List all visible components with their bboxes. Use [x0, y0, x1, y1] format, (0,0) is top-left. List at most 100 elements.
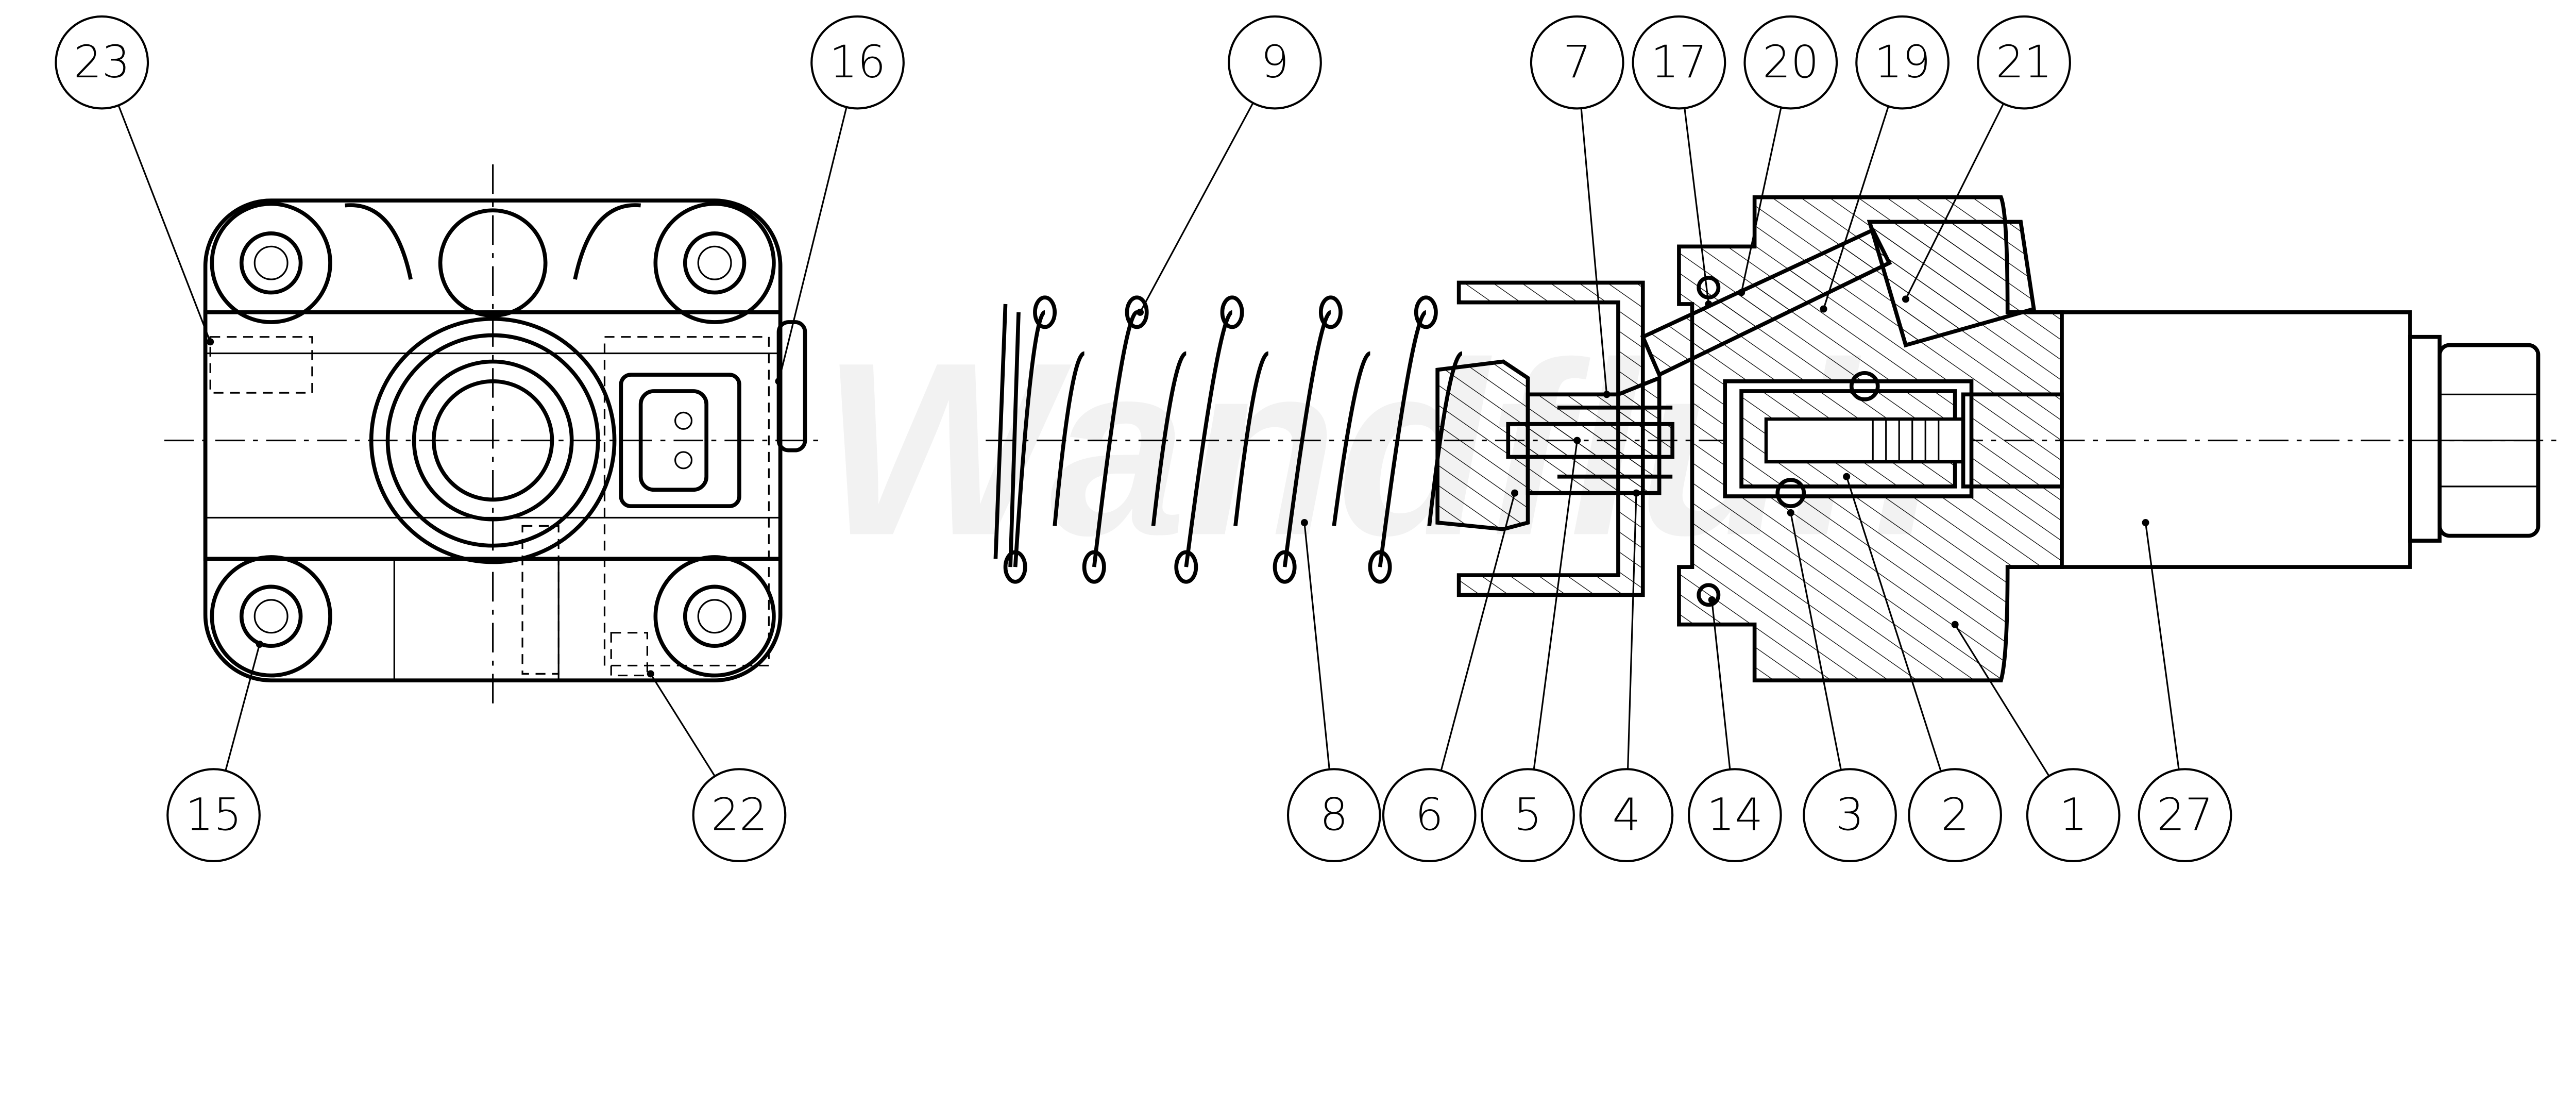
leader-dot [1300, 519, 1308, 527]
callout-17: 17 [1632, 15, 1726, 308]
callout-bubble [2026, 768, 2121, 862]
leader-dot [1738, 289, 1745, 296]
callout-6: 6 [1382, 489, 1519, 862]
callout-number: 14 [1707, 790, 1764, 841]
leader-dot [647, 670, 654, 678]
callout-bubble [1382, 768, 1477, 862]
callout-number: 20 [1762, 37, 1819, 88]
callout-bubble [1803, 768, 1897, 862]
callout-number: 3 [1836, 790, 1864, 841]
leader-line [1790, 512, 1842, 771]
leader-dot [1843, 473, 1851, 480]
leader-line [1823, 106, 1889, 309]
callout-2: 2 [1843, 473, 2002, 862]
valve-body-end-view [164, 164, 822, 707]
callout-number: 9 [1261, 37, 1289, 88]
callout-bubble [1579, 768, 1674, 862]
callout-bubble [1530, 15, 1624, 110]
callout-15: 15 [166, 640, 263, 862]
leader-line [2144, 522, 2180, 770]
callout-number: 4 [1613, 790, 1641, 841]
leader-dot [1573, 437, 1581, 444]
valve-body-section [1640, 195, 2064, 682]
leader-line [1139, 102, 1254, 313]
callout-19: 19 [1820, 15, 1950, 313]
callout-27: 27 [2138, 519, 2232, 862]
solenoid-coil [2060, 310, 2540, 569]
callout-number: 15 [185, 790, 242, 841]
leader-line [1905, 103, 2005, 300]
callout-number: 6 [1415, 790, 1444, 841]
callout-bubble [2138, 768, 2232, 862]
mounting-bolts [210, 202, 776, 678]
callout-bubble [1286, 768, 1381, 862]
connector-end-view [619, 320, 807, 508]
leader-line [1684, 108, 1709, 305]
callout-number: 27 [2157, 790, 2213, 841]
leader-dot [1820, 305, 1827, 313]
callout-bubble [166, 768, 261, 862]
leader-dot [1603, 391, 1611, 398]
callout-bubble [1481, 768, 1575, 862]
callout-bubble [1228, 15, 1322, 110]
callout-bubble [810, 15, 905, 110]
leader-line [1740, 107, 1782, 293]
callout-bubble [55, 15, 149, 110]
callout-3: 3 [1787, 509, 1897, 862]
leader-line [1627, 493, 1637, 769]
leader-dot [1902, 295, 1909, 303]
leader-line [1303, 522, 1330, 769]
leader-dot [256, 640, 263, 648]
callout-5: 5 [1481, 437, 1581, 862]
leader-dot [775, 377, 783, 385]
leader-dot [1136, 308, 1144, 316]
leader-dot [1705, 300, 1713, 308]
callout-number: 19 [1874, 37, 1931, 88]
leader-dot [207, 338, 214, 346]
callout-20: 20 [1738, 15, 1838, 296]
callout-bubble [1743, 15, 1838, 110]
leader-line [1533, 440, 1578, 770]
callout-number: 21 [1996, 37, 2053, 88]
callout-16: 16 [775, 15, 905, 385]
callout-bubble [1977, 15, 2071, 110]
callout-4: 4 [1579, 489, 1674, 862]
leader-line [650, 673, 716, 777]
callout-7: 7 [1530, 15, 1624, 398]
callout-number: 1 [2059, 790, 2088, 841]
callout-number: 8 [1320, 790, 1348, 841]
callout-1: 1 [1951, 621, 2121, 862]
callout-21: 21 [1902, 15, 2071, 303]
callout-14: 14 [1687, 596, 1782, 862]
callout-8: 8 [1286, 519, 1381, 862]
callout-23: 23 [55, 15, 214, 346]
leader-line [1845, 476, 1942, 772]
leader-dot [1708, 596, 1716, 604]
leader-line [777, 107, 848, 382]
solenoid-nut-end-view [369, 316, 617, 564]
leader-line [1954, 624, 2050, 777]
callout-bubble [1632, 15, 1726, 110]
exploded-assembly-drawing: Wandfluh [55, 15, 2563, 862]
callout-number: 7 [1563, 37, 1591, 88]
leader-dot [2142, 519, 2149, 527]
leader-line [117, 105, 211, 342]
callout-number: 5 [1514, 790, 1542, 841]
callout-bubble [1855, 15, 1950, 110]
leader-dot [1633, 489, 1640, 497]
callout-bubble [1687, 768, 1782, 862]
leader-dot [1787, 509, 1794, 516]
leader-line [225, 644, 261, 771]
callout-22: 22 [647, 670, 787, 862]
leader-line [1580, 108, 1608, 395]
callout-number: 17 [1651, 37, 1707, 88]
callout-9: 9 [1136, 15, 1322, 316]
callout-bubble [692, 768, 787, 862]
callout-number: 22 [711, 790, 768, 841]
leader-line [1440, 493, 1516, 771]
callout-number: 16 [829, 37, 886, 88]
leader-dot [1951, 621, 1959, 628]
leader-dot [1511, 489, 1519, 497]
callout-number: 23 [74, 37, 130, 88]
